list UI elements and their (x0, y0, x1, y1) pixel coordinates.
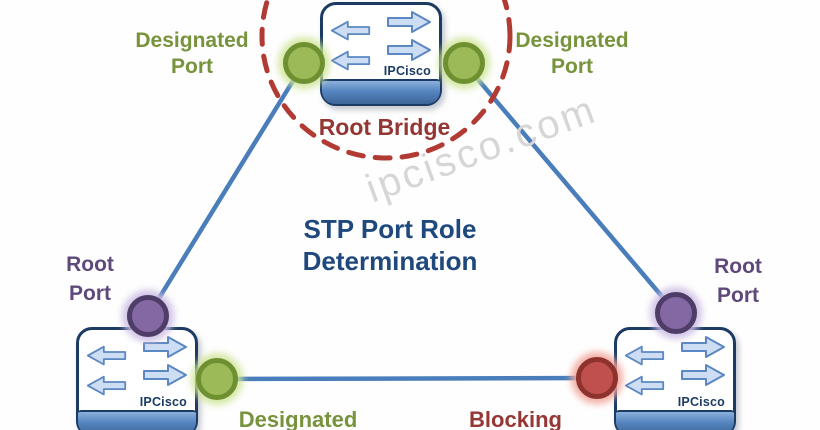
switch-brand-label: IPCisco (677, 395, 725, 409)
traffic-arrow-left-icon (330, 49, 371, 72)
label-line: Port (551, 55, 593, 78)
switch-base (78, 410, 196, 430)
title-line-1: STP Port Role (303, 214, 477, 244)
switch-bottom-left: IPCisco (76, 327, 198, 430)
label-line: Port (171, 55, 213, 78)
traffic-arrow-right-icon (680, 334, 726, 360)
root-port-indicator (127, 295, 169, 337)
blocking-port-indicator (576, 357, 618, 399)
designated-port-label-bottom: Designated (238, 407, 358, 430)
root-port-label-left: Root Port (40, 250, 140, 308)
traffic-arrow-left-icon (86, 344, 127, 367)
switch-bottom-right: IPCisco (614, 327, 736, 430)
traffic-arrow-right-icon (386, 37, 432, 63)
root-port-label-right: Root Port (688, 252, 788, 310)
switch-root-bridge: IPCisco (320, 2, 442, 106)
root-port-indicator (655, 292, 697, 334)
switch-brand-label: IPCisco (139, 395, 187, 409)
designated-port-label-right: Designated Port (487, 28, 657, 80)
switch-base (616, 410, 734, 430)
diagram-title: STP Port Role Determination (275, 213, 505, 277)
designated-port-indicator (283, 42, 325, 84)
link-top-to-bottom-left (145, 60, 307, 319)
designated-port-indicator (196, 358, 238, 400)
traffic-arrow-right-icon (142, 362, 188, 388)
link-top-to-bottom-right (461, 60, 679, 316)
label-line: Root (66, 253, 114, 276)
root-bridge-label: Root Bridge (318, 114, 451, 140)
root-bridge-dashed-ring (259, 0, 513, 161)
designated-port-indicator (443, 42, 485, 84)
traffic-arrow-right-icon (680, 362, 726, 388)
traffic-arrow-left-icon (86, 374, 127, 397)
traffic-arrow-left-icon (330, 19, 371, 42)
label-line: Port (717, 284, 759, 307)
blocking-port-label: Blocking (469, 407, 562, 430)
traffic-arrow-right-icon (142, 334, 188, 360)
switch-base (322, 79, 440, 104)
designated-port-label-left: Designated Port (107, 28, 277, 80)
label-line: Port (69, 282, 111, 305)
traffic-arrow-left-icon (624, 374, 665, 397)
switch-brand-label: IPCisco (383, 64, 431, 78)
label-line: Root (714, 255, 762, 278)
label-line: Designated (515, 29, 629, 52)
traffic-arrow-left-icon (624, 344, 665, 367)
traffic-arrow-right-icon (386, 9, 432, 35)
label-line: Designated (135, 29, 249, 52)
title-line-2: Determination (302, 246, 478, 276)
link-bottom-left-to-bottom-right (214, 375, 600, 382)
